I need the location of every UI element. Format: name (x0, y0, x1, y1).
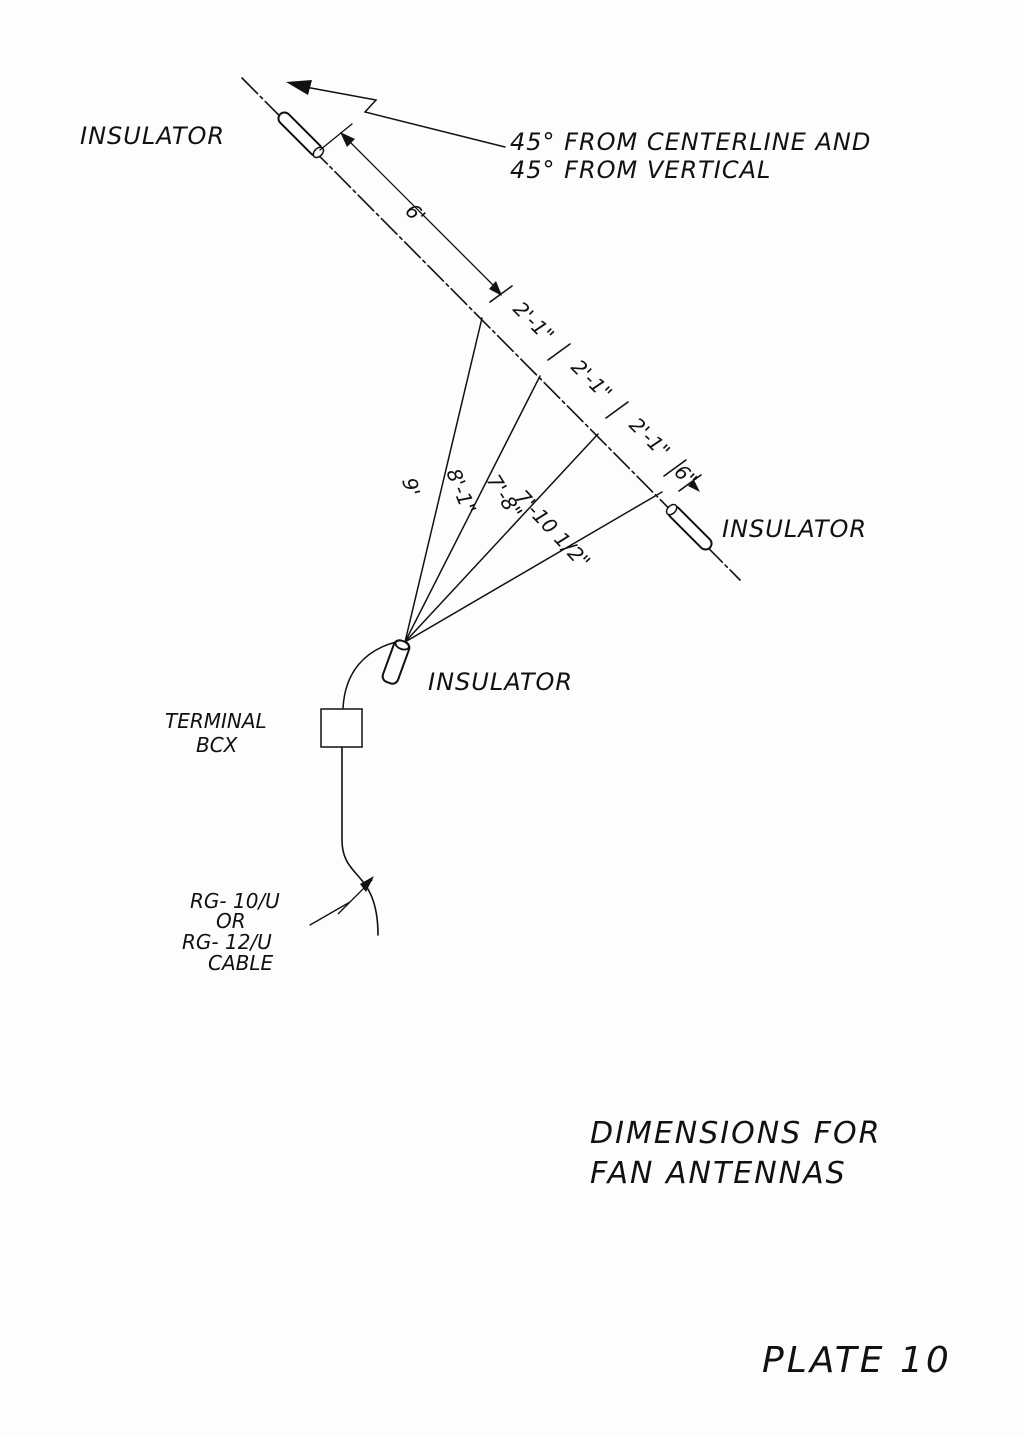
fan-wire-1 (404, 317, 483, 643)
cable-label-line3: RG- 12/U (182, 930, 272, 954)
plate-number: PLATE 10 (762, 1340, 952, 1381)
fan-wire-2 (404, 375, 541, 643)
terminal-label-line1: TERMINAL (165, 709, 267, 733)
coax-cable (341, 746, 379, 936)
cable-label-line4: CABLE (208, 951, 274, 975)
caption-line-1: DIMENSIONS FOR (590, 1116, 881, 1151)
cable-label-line2: OR (216, 909, 246, 933)
dim-wire-2: 8'-1" (441, 465, 481, 518)
terminal-label-line2: BCX (196, 733, 239, 757)
end-gap-arrow (688, 480, 700, 492)
dim-spacing-2: 2'-1" (566, 355, 616, 405)
lead-wire (342, 641, 397, 709)
right-insulator (665, 503, 713, 551)
centerline (241, 77, 741, 581)
insulator-top-label: INSULATOR (80, 122, 225, 150)
note-arrowhead (286, 80, 312, 95)
dim-6ft-arrow-start (340, 132, 355, 147)
feed-insulator (381, 639, 411, 685)
terminal-box (320, 708, 363, 748)
dim-6ft-arrow-end (489, 281, 502, 296)
dim-top-span: 6' (400, 199, 430, 229)
tick-5 (678, 474, 702, 492)
insulator-feed-label: INSULATOR (428, 668, 573, 696)
note-line-2: 45° FROM VERTICAL (510, 156, 771, 184)
dim-6ft-extension (319, 123, 353, 151)
dim-spacing-1: 2'-1" (508, 297, 558, 347)
cable-label-line1: RG- 10/U (190, 889, 280, 913)
caption-line-2: FAN ANTENNAS (590, 1156, 847, 1191)
fan-wire-4 (404, 491, 663, 643)
tick-1 (489, 285, 513, 303)
fan-wire-3 (404, 433, 599, 643)
dim-wire-4: 7'-10 1/2" (510, 485, 595, 574)
dim-wire-1: 9' (397, 475, 425, 499)
dim-spacing-3: 2'-1" (624, 413, 674, 463)
tick-3 (605, 401, 629, 419)
note-leader-line (299, 85, 506, 148)
tick-2 (547, 343, 571, 361)
dim-6ft-line (344, 136, 501, 293)
cable-leader (309, 879, 373, 926)
cable-arrowhead (360, 876, 374, 892)
insulator-right-label: INSULATOR (722, 515, 867, 543)
top-insulator (277, 111, 325, 159)
tick-4 (663, 459, 687, 477)
note-line-1: 45° FROM CENTERLINE AND (510, 128, 871, 156)
